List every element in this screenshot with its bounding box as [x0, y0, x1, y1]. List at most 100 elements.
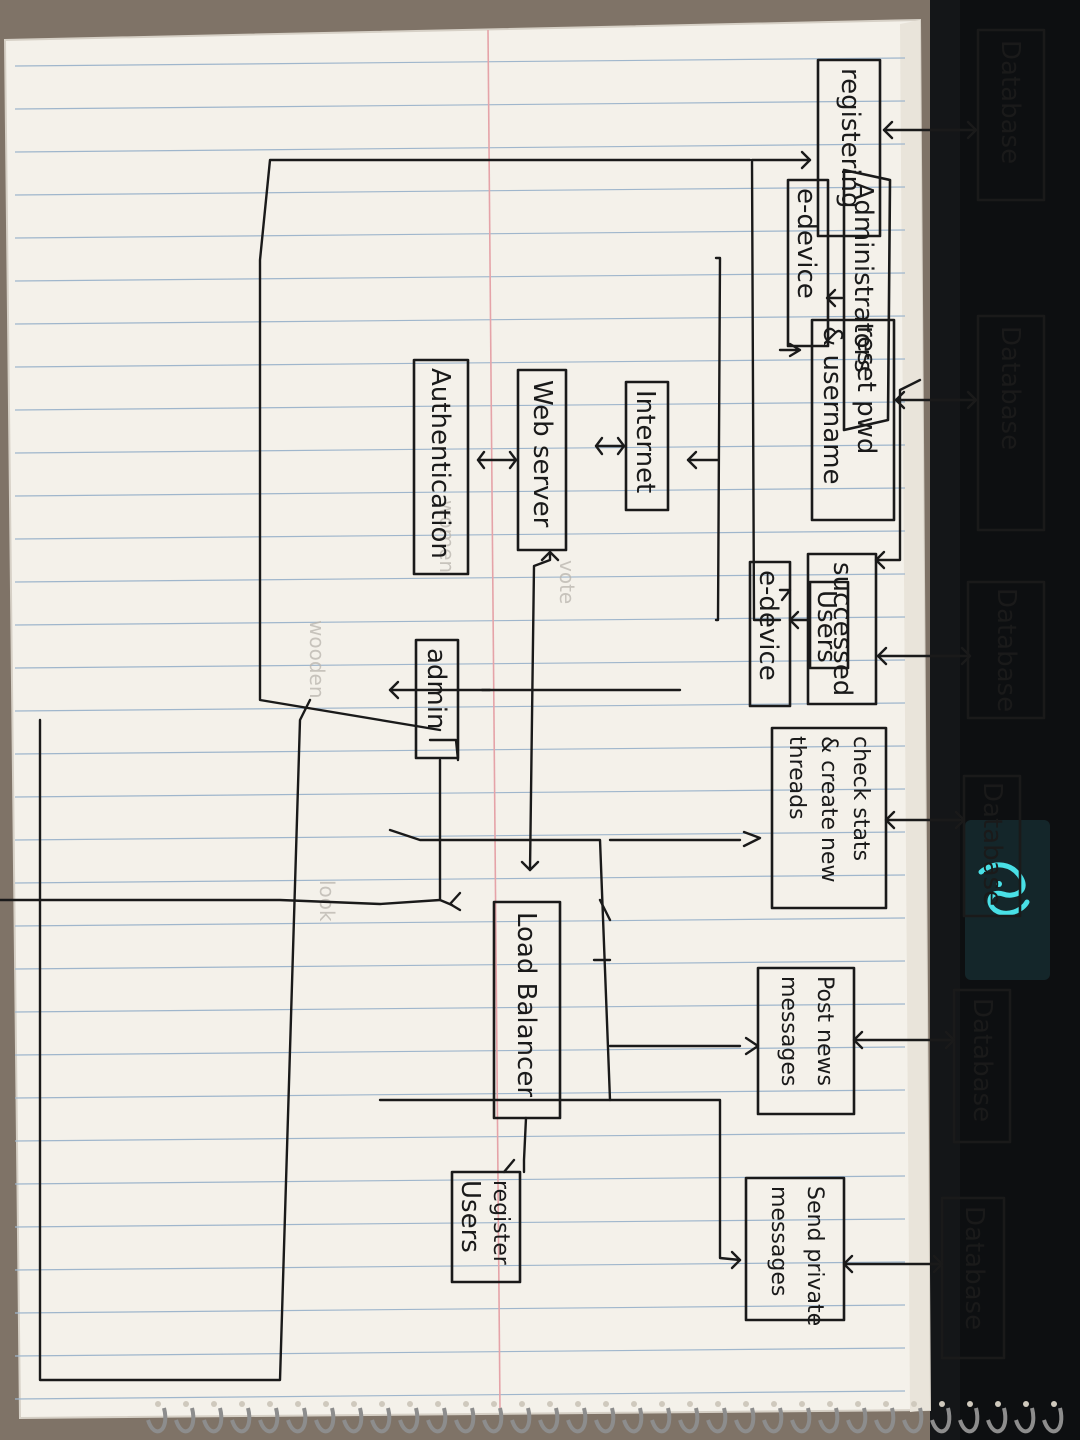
spiral-hole: [239, 1401, 245, 1407]
spiral-hole: [491, 1401, 497, 1407]
spiral-hole: [771, 1401, 777, 1407]
ruled-line: [14, 1046, 906, 1056]
spiral-coil: [986, 1407, 1008, 1434]
svg-text:women: women: [435, 500, 459, 573]
spiral-hole: [911, 1401, 917, 1407]
spiral-hole: [631, 1401, 637, 1407]
spiral-hole: [799, 1401, 805, 1407]
spiral-hole: [995, 1401, 1001, 1407]
spiral-hole: [379, 1401, 385, 1407]
reset-label-1: reset pwd: [851, 326, 881, 454]
ruled-lines: [14, 57, 906, 1400]
register-users-label-2: Users: [455, 1180, 485, 1253]
admin-device-box: [786, 178, 830, 348]
spiral-hole: [155, 1401, 161, 1407]
spiral-coil: [846, 1407, 868, 1434]
spiral-coil: [734, 1407, 756, 1434]
spiral-coil: [342, 1407, 364, 1434]
administrators-label: Administrators: [848, 182, 878, 373]
ruled-line: [14, 1132, 906, 1142]
balancer-bus: [0, 898, 442, 1136]
ruled-line: [14, 1218, 906, 1228]
database-label-6: Database: [959, 1206, 989, 1330]
spiral-coil: [566, 1407, 588, 1434]
database-label-2: Database: [995, 326, 1025, 450]
spiral-coil: [426, 1407, 448, 1434]
ruled-line: [14, 444, 906, 454]
spiral-hole: [715, 1401, 721, 1407]
spiral-binding: [146, 1401, 1064, 1434]
send-private-label-1: Send private: [802, 1186, 827, 1326]
svg-text:wooden: wooden: [305, 620, 329, 699]
spiral-coil: [454, 1407, 476, 1434]
check-stats-box: [770, 726, 888, 910]
successed-label: successed: [827, 562, 857, 696]
spiral-hole: [855, 1401, 861, 1407]
authentication-label: Authentication: [425, 368, 455, 559]
registering-box: [816, 58, 882, 238]
internet-label: Internet: [630, 390, 660, 493]
reset-label-2: & username: [817, 326, 847, 485]
spiral-coil: [314, 1407, 336, 1434]
spiral-coil: [510, 1407, 532, 1434]
web-server-box: [516, 368, 568, 552]
spiral-hole: [463, 1401, 469, 1407]
spiral-coil: [146, 1407, 168, 1434]
spiral-coil: [538, 1407, 560, 1434]
action-bus: [378, 828, 612, 1102]
spiral-coil: [706, 1407, 728, 1434]
spiral-coil: [818, 1407, 840, 1434]
database-box-4: [962, 774, 1022, 918]
post-news-label-1: Post news: [812, 976, 837, 1086]
users-label: Users: [811, 590, 841, 663]
ruled-line: [14, 1304, 906, 1314]
spiral-hole: [407, 1401, 413, 1407]
ruled-line: [14, 1347, 906, 1357]
spiral-hole: [603, 1401, 609, 1407]
database-box-6: [940, 1196, 1006, 1360]
database-box-5: [952, 988, 1012, 1144]
ruled-line: [14, 874, 906, 884]
spiral-coil: [762, 1407, 784, 1434]
ruled-line: [14, 229, 906, 239]
spiral-hole: [575, 1401, 581, 1407]
architecture-diagram: Administrators e-device Users e-device: [0, 28, 1046, 1382]
successed-box: [806, 552, 878, 706]
spiral-coil: [482, 1407, 504, 1434]
check-stats-label-1: check stats: [848, 736, 873, 861]
ruled-line: [14, 702, 906, 712]
spiral-hole: [267, 1401, 273, 1407]
ruled-line: [14, 358, 906, 368]
spiral-hole: [659, 1401, 665, 1407]
paper-sheet: [3, 18, 932, 1420]
spiral-hole: [323, 1401, 329, 1407]
spiral-coil: [790, 1407, 812, 1434]
ruled-line: [14, 1390, 906, 1400]
spiral-coil: [958, 1407, 980, 1434]
spiral-coil: [874, 1407, 896, 1434]
spiral-hole: [883, 1401, 889, 1407]
spiral-coil: [622, 1407, 644, 1434]
spiral-hole: [1051, 1401, 1057, 1407]
spiral-coil: [174, 1407, 196, 1434]
spiral-coil: [398, 1407, 420, 1434]
balancer-to-register-link: [522, 1116, 528, 1174]
spiral-coil: [1042, 1407, 1064, 1434]
reset-box: [810, 318, 896, 522]
web-to-balancer-link: [528, 550, 552, 872]
check-stats-label-2: & create new: [816, 736, 841, 882]
spiral-hole: [1023, 1401, 1029, 1407]
spiral-hole: [827, 1401, 833, 1407]
spiral-coil: [650, 1407, 672, 1434]
spiral-coil: [258, 1407, 280, 1434]
spiral-hole: [743, 1401, 749, 1407]
send-private-label-2: messages: [766, 1186, 791, 1296]
post-news-label-2: messages: [776, 976, 801, 1086]
spiral-hole: [967, 1401, 973, 1407]
ruled-line: [14, 530, 906, 540]
administrators-box: [842, 168, 892, 432]
spiral-hole: [939, 1401, 945, 1407]
